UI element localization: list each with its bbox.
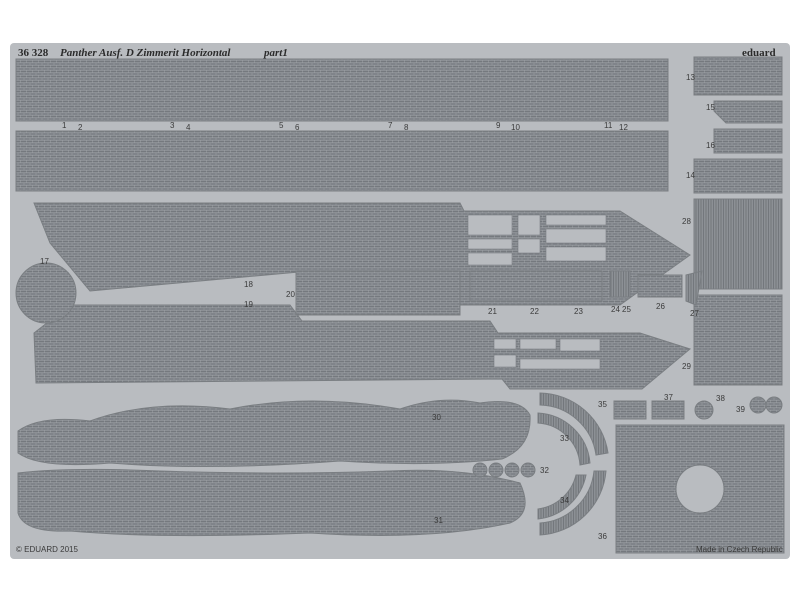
- brand-logo: eduard: [742, 47, 776, 59]
- zimmerit-strip-top: [15, 58, 669, 122]
- part-label: 25: [622, 305, 631, 314]
- part-36: [539, 470, 607, 536]
- part-label: 14: [686, 171, 695, 180]
- sheet-title: Panther Ausf. D Zimmerit Horizontal: [60, 47, 231, 59]
- part-29: [693, 294, 783, 386]
- part-15: [713, 100, 783, 124]
- part-label: 21: [488, 307, 497, 316]
- part-label: 27: [690, 309, 699, 318]
- part-label: 24: [611, 305, 620, 314]
- part-label: 3: [170, 121, 175, 130]
- part-label: 26: [656, 302, 665, 311]
- part-label: 37: [664, 393, 673, 402]
- part-13: [693, 56, 783, 96]
- part-label: 16: [706, 141, 715, 150]
- part-label: 7: [388, 121, 393, 130]
- part-label: 29: [682, 362, 691, 371]
- part-label: 19: [244, 300, 253, 309]
- part-label: 36: [598, 532, 607, 541]
- part-label: 5: [279, 121, 284, 130]
- part-label: 33: [560, 434, 569, 443]
- part-21-23: [469, 270, 603, 302]
- part-30: [17, 399, 531, 468]
- part-label: 30: [432, 413, 441, 422]
- part-16: [713, 128, 783, 154]
- part-label: 18: [244, 280, 253, 289]
- origin-text: Made in Czech Republic: [696, 545, 783, 554]
- part-label: 8: [404, 123, 409, 132]
- sheet-code: 36 328: [18, 47, 49, 59]
- part-label: 34: [560, 496, 569, 505]
- part-17: [15, 262, 77, 324]
- part-33: [537, 412, 591, 466]
- part-35: [539, 392, 609, 456]
- part-34: [537, 474, 587, 520]
- fret-sheet: [10, 43, 790, 559]
- part-label: 23: [574, 307, 583, 316]
- part-label: 12: [619, 123, 628, 132]
- deck-cutout: [675, 464, 725, 514]
- part-label: 39: [736, 405, 745, 414]
- part-label: 20: [286, 290, 295, 299]
- part-label: 15: [706, 103, 715, 112]
- part-37-39-group: [613, 396, 783, 420]
- cutout-grid-upper: [467, 214, 607, 266]
- part-26: [637, 274, 683, 298]
- part-24-25: [609, 270, 631, 298]
- part-label: 10: [511, 123, 520, 132]
- part-27: [685, 270, 703, 306]
- part-label: 22: [530, 307, 539, 316]
- zimmerit-strip-second: [15, 130, 669, 192]
- part-label: 6: [295, 123, 300, 132]
- part-label: 2: [78, 123, 83, 132]
- part-31: [17, 468, 526, 537]
- part-label: 38: [716, 394, 725, 403]
- part-label: 35: [598, 400, 607, 409]
- part-14: [693, 158, 783, 194]
- part-label: 11: [604, 121, 613, 130]
- part-28: [693, 198, 783, 290]
- part-label: 4: [186, 123, 191, 132]
- part-20: [295, 270, 461, 316]
- sheet-part: part1: [264, 47, 288, 59]
- cutout-grid-lower: [493, 338, 601, 370]
- part-label: 13: [686, 73, 695, 82]
- part-label: 17: [40, 257, 49, 266]
- part-label: 1: [62, 121, 67, 130]
- part-label: 32: [540, 466, 549, 475]
- part-label: 9: [496, 121, 501, 130]
- part-label: 28: [682, 217, 691, 226]
- part-32-group: [472, 462, 536, 478]
- copyright-text: © EDUARD 2015: [16, 545, 78, 554]
- part-label: 31: [434, 516, 443, 525]
